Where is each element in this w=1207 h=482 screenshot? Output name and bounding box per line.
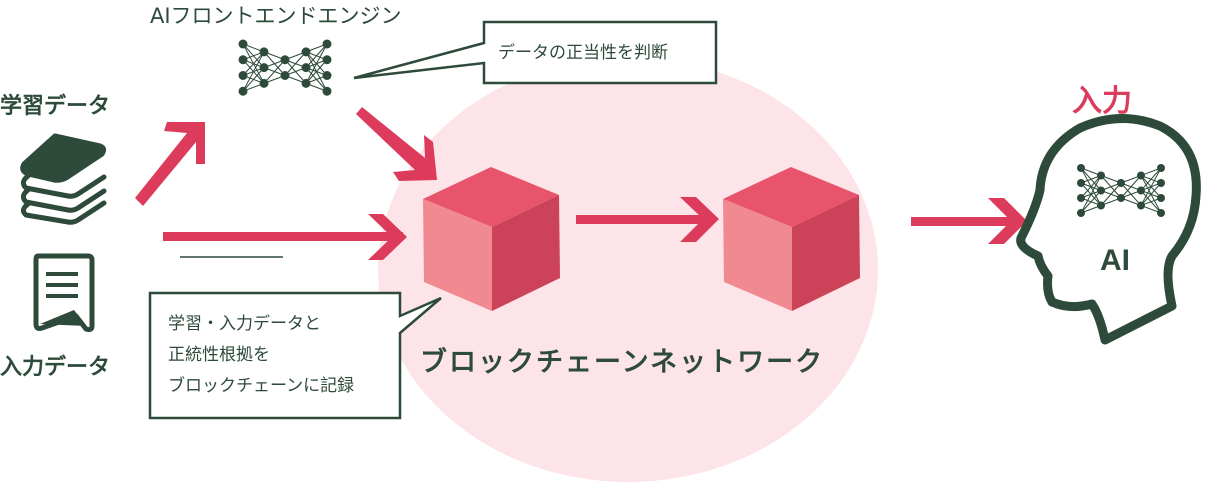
nn-edge [1120, 175, 1142, 199]
nn-node [322, 55, 332, 65]
nn-node [322, 71, 332, 80]
nn-node [238, 71, 248, 80]
nn-node [238, 55, 248, 65]
callout-record-shape [148, 291, 442, 420]
nn-node [238, 86, 248, 96]
document-icon [33, 253, 95, 333]
ai-frontend-engine-label: AIフロントエンドエンジン [150, 4, 402, 28]
arrow-block2-to-ai [911, 198, 1027, 244]
nn-edge [242, 51, 265, 92]
callout-record-line: 正統性根拠を [168, 345, 270, 365]
nn-node [1137, 201, 1145, 210]
nn-edge [1100, 182, 1122, 206]
nn-edge [1140, 167, 1162, 191]
nn-node [1117, 194, 1125, 202]
nn-edge [263, 59, 286, 84]
nn-node [301, 63, 311, 73]
nn-edge [305, 43, 328, 84]
nn-node [280, 71, 290, 80]
nn-node [259, 78, 269, 88]
nn-edge [242, 67, 265, 92]
callout-record-text: 学習・入力データと 正統性根拠を ブロックチェーンに記録 [168, 309, 354, 402]
nn-edge [305, 59, 328, 84]
nn-node [1077, 209, 1085, 217]
nn-node [1117, 179, 1125, 187]
callout-record-line: 学習・入力データと [168, 314, 321, 334]
callout-validate-shape [353, 20, 718, 85]
nn-node [1077, 194, 1085, 202]
arrow-input-to-block [163, 214, 407, 260]
nn-node [301, 78, 311, 88]
arrow-engine-to-block [356, 107, 437, 181]
nn-node [322, 86, 332, 96]
nn-node [322, 39, 332, 49]
input-label: 入力 [1072, 84, 1132, 119]
nn-node [280, 55, 290, 65]
input-data-label: 入力データ [0, 355, 111, 380]
block-2-cube-icon [723, 167, 860, 311]
nn-edge [1080, 190, 1102, 214]
nn-node [238, 39, 248, 49]
nn-node [1137, 186, 1145, 195]
nn-node [1097, 201, 1105, 210]
arrow-training-to-engine [135, 122, 205, 206]
neural-network-icon [238, 39, 332, 96]
nn-node [259, 47, 269, 57]
nn-edge [1140, 182, 1162, 206]
nn-node [1137, 171, 1145, 180]
block-1-cube-icon [423, 167, 560, 311]
nn-edge [1140, 167, 1162, 206]
books-stack-icon [20, 133, 107, 225]
nn-node [301, 47, 311, 57]
nn-edge [242, 51, 265, 76]
ai-label: AI [1100, 244, 1130, 277]
nn-edge [305, 43, 328, 68]
nn-node [259, 63, 269, 73]
nn-node [1097, 171, 1105, 180]
nn-node [1157, 209, 1165, 217]
callout-record-line: ブロックチェーンに記録 [168, 376, 355, 396]
nn-edge [1080, 175, 1102, 214]
nn-node [1157, 179, 1165, 187]
nn-node [1077, 179, 1085, 187]
blockchain-network-area [378, 58, 878, 482]
nn-node [1077, 164, 1085, 172]
nn-edge [1080, 175, 1102, 199]
head-with-neural-network-icon [1016, 114, 1201, 345]
arrow-block1-to-block2 [576, 197, 719, 242]
nn-node [1157, 194, 1165, 202]
blockchain-network-label: ブロックチェーンネットワーク [420, 347, 825, 378]
nn-node [1157, 164, 1165, 172]
callout-validate-text: データの正当性を判断 [498, 43, 668, 63]
training-data-label: 学習データ [0, 94, 111, 119]
nn-edge [284, 51, 307, 76]
nn-node [1097, 186, 1105, 195]
